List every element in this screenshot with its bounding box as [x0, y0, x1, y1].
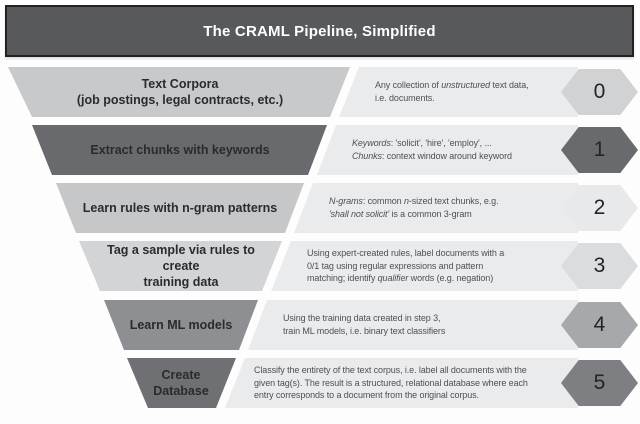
pipeline-step-row-3: Tag a sample via rules to create trainin…	[0, 241, 640, 291]
step-number-3: 3	[593, 254, 606, 277]
pipeline-step-row-1: Extract chunks with keywords Keywords: '…	[0, 125, 640, 175]
description-panel-4	[248, 300, 578, 350]
description-panel-0	[339, 67, 578, 117]
step-number-4: 4	[593, 313, 606, 336]
step-number-2: 2	[593, 196, 606, 219]
stage-label-0: Text Corpora (job postings, legal contra…	[76, 76, 284, 107]
step-description-5: Classify the entirety of the text corpus…	[254, 364, 528, 401]
description-panel-2	[294, 183, 578, 233]
stage-label-4: Learn ML models	[129, 317, 233, 332]
step-description-1: Keywords: 'solicit', 'hire', 'employ', .…	[352, 138, 512, 161]
step-hexagon-3: 3	[561, 243, 638, 289]
step-number-5: 5	[593, 371, 606, 394]
step-hexagon-2: 2	[561, 185, 638, 231]
step-number-1: 1	[593, 138, 606, 161]
step-hexagon-0: 0	[561, 69, 638, 115]
description-panel-3	[271, 241, 578, 291]
stage-label-3: Tag a sample via rules to create trainin…	[107, 242, 255, 290]
stage-label-1: Extract chunks with keywords	[90, 142, 270, 157]
step-hexagon-5: 5	[561, 360, 638, 406]
funnel-stage-5	[127, 358, 236, 408]
funnel-stage-1	[32, 125, 327, 175]
stage-label-2: Learn rules with n-gram patterns	[82, 200, 278, 215]
pipeline-title: The CRAML Pipeline, Simplified	[203, 22, 436, 40]
funnel-stage-0	[8, 67, 350, 117]
step-description-0: Any collection of unstructured text data…	[375, 80, 529, 103]
pipeline-step-row-4: Learn ML models Using the training data …	[0, 300, 640, 350]
description-panel-1	[317, 125, 578, 175]
step-description-2: N-grams: common n-sized text chunks, e.g…	[329, 196, 499, 219]
description-panel-5	[225, 358, 578, 408]
step-description-4: Using the training data created in step …	[283, 313, 446, 336]
funnel-stage-3	[79, 241, 282, 291]
pipeline-step-row-0: Text Corpora (job postings, legal contra…	[0, 67, 640, 117]
pipeline-step-row-5: Create Database Classify the entirety of…	[0, 358, 640, 408]
funnel-stage-2	[56, 183, 304, 233]
step-description-3: Using expert-created rules, label docume…	[307, 247, 505, 284]
step-hexagon-4: 4	[561, 302, 638, 348]
step-hexagon-1: 1	[561, 127, 638, 173]
step-number-0: 0	[593, 80, 606, 103]
funnel-stage-4	[104, 300, 258, 350]
pipeline-title-bar: The CRAML Pipeline, Simplified	[5, 5, 634, 57]
pipeline-step-row-2: Learn rules with n-gram patterns N-grams…	[0, 183, 640, 233]
stage-label-5: Create Database	[153, 367, 209, 398]
